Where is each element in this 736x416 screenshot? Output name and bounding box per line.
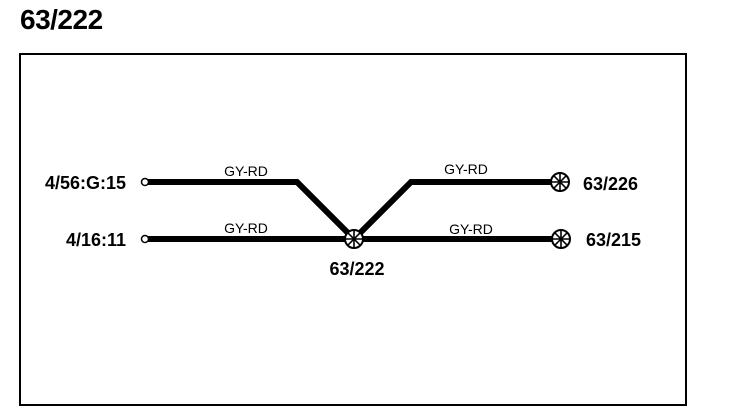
wire-label-right-bottom: GY-RD — [449, 221, 493, 237]
wire-right-top[interactable] — [351, 179, 558, 242]
page-title: 63/222 — [20, 4, 103, 35]
wire-label-right-top: GY-RD — [444, 161, 488, 177]
wire-left-top[interactable] — [146, 179, 357, 242]
connector-right-bottom-icon[interactable] — [551, 229, 571, 249]
splice-label: 63/222 — [329, 259, 384, 279]
connector-label-right-top: 63/226 — [583, 174, 638, 194]
wire-label-left-top: GY-RD — [224, 163, 268, 179]
terminal-left-top-icon[interactable] — [140, 177, 150, 187]
connector-label-right-bottom: 63/215 — [586, 230, 641, 250]
wire-label-left-bottom: GY-RD — [224, 220, 268, 236]
terminal-left-bottom-icon[interactable] — [140, 234, 150, 244]
connector-label-left-top: 4/56:G:15 — [45, 173, 126, 193]
connector-label-left-bottom: 4/16:11 — [66, 230, 126, 250]
connector-right-top-icon[interactable] — [550, 172, 570, 192]
splice-icon[interactable] — [344, 229, 364, 249]
